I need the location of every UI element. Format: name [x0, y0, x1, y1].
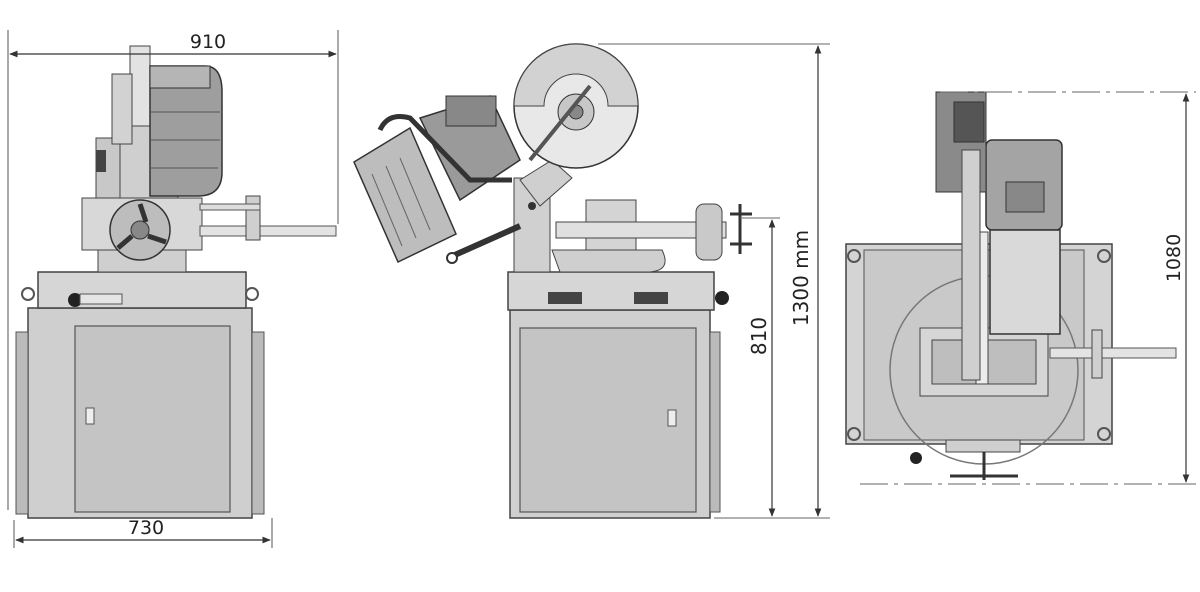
top-arm	[961, 149, 981, 381]
front-door-handle	[85, 407, 95, 425]
dimension-810-label: 810	[747, 317, 771, 355]
front-blade-guard	[129, 45, 151, 127]
front-motor-cap	[149, 65, 211, 89]
top-knob	[910, 452, 922, 464]
front-switch	[96, 150, 106, 172]
dimension-1080: 1080	[860, 91, 1196, 485]
front-stop-rod	[199, 203, 261, 211]
side-door-handle	[667, 409, 677, 427]
front-table-lever	[79, 293, 123, 305]
side-slot-right	[634, 292, 668, 304]
dimension-1300: 1300 mm	[598, 43, 830, 519]
top-stop-clamp	[1091, 329, 1103, 379]
front-cabinet-side-left	[15, 331, 29, 515]
side-cabinet-edge	[709, 331, 721, 513]
front-cabinet-door	[74, 325, 231, 513]
dimension-730-label: 730	[128, 517, 164, 539]
side-vise-bar	[555, 221, 727, 239]
front-eyebolt-right	[245, 287, 259, 301]
top-corner-1	[847, 249, 861, 263]
front-eyebolt-left	[21, 287, 35, 301]
side-slot-left	[548, 292, 582, 304]
side-handle	[377, 114, 512, 183]
side-motor-cover	[353, 126, 457, 264]
dimension-1080-label: 1080	[1163, 234, 1185, 282]
side-handwheel	[730, 204, 752, 254]
side-cabinet-door	[519, 327, 697, 513]
dimension-810: 810	[740, 217, 780, 517]
dimension-730: 730	[13, 517, 273, 548]
dimension-1300-label: 1300 mm	[789, 230, 813, 326]
top-view	[845, 91, 1177, 480]
front-table-knob	[68, 293, 82, 307]
side-gear-block	[445, 95, 497, 127]
top-motor-fan	[1005, 181, 1045, 213]
top-gear-lid	[953, 101, 985, 143]
side-saw-arm	[519, 159, 573, 207]
front-motor	[149, 65, 223, 197]
top-stock-bar	[1049, 347, 1177, 359]
side-lower-arm	[446, 223, 522, 261]
front-motor-bands	[150, 111, 220, 169]
side-vise-wheel	[695, 203, 723, 261]
front-chuck-jaws	[116, 203, 167, 250]
front-stock-bar	[199, 225, 337, 237]
top-corner-4	[1097, 427, 1111, 441]
side-pivot-hole	[528, 202, 536, 210]
front-view	[15, 45, 337, 519]
front-head-top	[111, 73, 133, 145]
side-table-top	[507, 271, 715, 311]
front-chuck-center	[130, 220, 150, 240]
dimension-910-label: 910	[190, 31, 226, 53]
front-cabinet-side-right	[251, 331, 265, 515]
top-saw-head	[989, 229, 1061, 335]
side-table-knob	[715, 291, 729, 305]
dimension-910: 910	[7, 30, 339, 510]
top-corner-2	[1097, 249, 1111, 263]
side-turntable	[551, 249, 666, 273]
side-motor-vents	[371, 157, 431, 247]
side-view	[353, 43, 752, 519]
top-corner-3	[847, 427, 861, 441]
side-blade-guard	[513, 43, 639, 107]
front-stop-clamp	[245, 195, 261, 241]
top-handwheel	[950, 452, 1018, 480]
side-arm-pivot	[446, 252, 458, 264]
side-blade-link	[528, 84, 592, 162]
top-front-wheel	[945, 439, 1021, 453]
